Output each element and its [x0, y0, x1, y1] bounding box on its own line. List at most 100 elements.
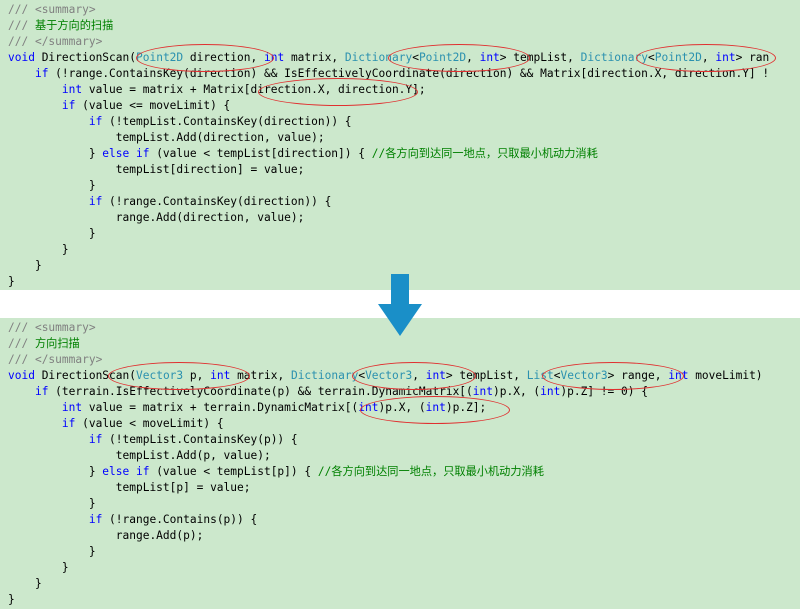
code-token: (!range.ContainsKey(direction) && IsEffe…	[48, 67, 770, 80]
code-token: Point2D	[654, 51, 702, 64]
code-token: matrix,	[284, 51, 345, 64]
code-token: <	[553, 369, 561, 382]
code-line: }	[8, 274, 769, 290]
code-token: int	[61, 401, 83, 414]
code-token: Point2D	[136, 51, 184, 64]
code-token	[8, 401, 62, 414]
code-token: Vector3	[365, 369, 413, 382]
code-token: }	[8, 465, 103, 478]
code-token: )p.Z];	[445, 401, 487, 414]
code-token: ///	[8, 337, 35, 350]
code-token: int	[263, 51, 285, 64]
code-line: } else if (value < tempList[p]) { //各方向到…	[8, 464, 763, 480]
code-token: range.Add(direction, value);	[8, 211, 305, 224]
code-line: }	[8, 226, 769, 242]
code-line: void DirectionScan(Point2D direction, in…	[8, 50, 769, 66]
code-token: int	[479, 51, 500, 64]
code-token: ///	[8, 321, 35, 334]
code-token: ,	[412, 369, 426, 382]
code-token: }	[8, 147, 103, 160]
code-line: if (value <= moveLimit) {	[8, 98, 769, 114]
code-token: if	[61, 417, 76, 430]
code-line: }	[8, 544, 763, 560]
code-token: }	[8, 275, 15, 288]
code-token: int	[540, 385, 561, 398]
code-token: if	[61, 99, 76, 112]
code-token: tempList[direction] = value;	[8, 163, 305, 176]
code-token: p,	[183, 369, 211, 382]
down-arrow-icon	[378, 274, 422, 336]
code-line: /// </summary>	[8, 34, 769, 50]
code-token: (!tempList.ContainsKey(direction)) {	[102, 115, 352, 128]
code-line: if (!tempList.ContainsKey(p)) {	[8, 432, 763, 448]
code-token: ///	[8, 353, 35, 366]
code-token: }	[8, 593, 15, 606]
code-block-before: /// <summary>/// 基于方向的扫描/// </summary>vo…	[8, 2, 769, 290]
code-token	[8, 99, 62, 112]
code-token: DirectionScan(	[34, 369, 136, 382]
code-token: if	[88, 195, 103, 208]
code-token: }	[8, 179, 96, 192]
code-token: if	[34, 67, 49, 80]
code-line: }	[8, 576, 763, 592]
code-token: )p.X, (	[493, 385, 541, 398]
code-line: }	[8, 496, 763, 512]
code-line: if (!tempList.ContainsKey(direction)) {	[8, 114, 769, 130]
code-panel-after: /// <summary>/// 方向扫描/// </summary>void …	[0, 318, 800, 609]
code-line: tempList.Add(direction, value);	[8, 130, 769, 146]
code-token	[8, 195, 89, 208]
code-token: <	[412, 51, 419, 64]
code-token: int	[210, 369, 231, 382]
code-token: }	[8, 259, 42, 272]
code-token: Dictionary	[290, 369, 359, 382]
code-token: if	[88, 115, 103, 128]
code-token: (value < moveLimit) {	[75, 417, 224, 430]
code-token: }	[8, 243, 69, 256]
code-line: }	[8, 242, 769, 258]
code-line: /// 方向扫描	[8, 336, 763, 352]
code-token	[8, 417, 62, 430]
code-line: tempList[direction] = value;	[8, 162, 769, 178]
code-line: if (value < moveLimit) {	[8, 416, 763, 432]
code-line: tempList.Add(p, value);	[8, 448, 763, 464]
code-token: int	[668, 369, 689, 382]
code-token: <summary>	[34, 3, 96, 16]
code-token: tempList[p] = value;	[8, 481, 251, 494]
code-line: range.Add(direction, value);	[8, 210, 769, 226]
code-line: /// <summary>	[8, 2, 769, 18]
code-token: Dictionary	[344, 51, 413, 64]
code-token: value = matrix + terrain.DynamicMatrix[(	[82, 401, 359, 414]
code-token: void	[8, 369, 35, 382]
code-token: moveLimit)	[688, 369, 763, 382]
code-line: /// 基于方向的扫描	[8, 18, 769, 34]
code-token: </summary>	[34, 353, 103, 366]
code-line: if (!range.Contains(p)) {	[8, 512, 763, 528]
code-token: int	[61, 83, 83, 96]
code-line: range.Add(p);	[8, 528, 763, 544]
code-token: direction,	[183, 51, 264, 64]
code-token: Vector3	[136, 369, 184, 382]
code-token: int	[425, 369, 446, 382]
code-token: tempList.Add(direction, value);	[8, 131, 325, 144]
code-token: (terrain.IsEffectivelyCoordinate(p) && t…	[48, 385, 473, 398]
code-line: int value = matrix + terrain.DynamicMatr…	[8, 400, 763, 416]
code-line: if (terrain.IsEffectivelyCoordinate(p) &…	[8, 384, 763, 400]
code-token: }	[8, 227, 96, 240]
code-token: Dictionary	[580, 51, 648, 64]
code-token: 方向扫描	[34, 337, 80, 350]
code-token: }	[8, 577, 42, 590]
code-token: (!range.Contains(p)) {	[102, 513, 258, 526]
code-token: ,	[701, 51, 716, 64]
code-token: Point2D	[418, 51, 467, 64]
code-token: tempList.Add(p, value);	[8, 449, 271, 462]
code-line: if (!range.ContainsKey(direction) && IsE…	[8, 66, 769, 82]
code-token: int	[715, 51, 736, 64]
code-token: (value < tempList[p]) {	[149, 465, 318, 478]
code-token	[8, 513, 89, 526]
code-token: <	[358, 369, 366, 382]
code-token: <summary>	[34, 321, 96, 334]
code-token	[8, 115, 89, 128]
code-token: if	[88, 513, 103, 526]
code-token: (value <= moveLimit) {	[75, 99, 231, 112]
code-token: )p.X, (	[378, 401, 426, 414]
